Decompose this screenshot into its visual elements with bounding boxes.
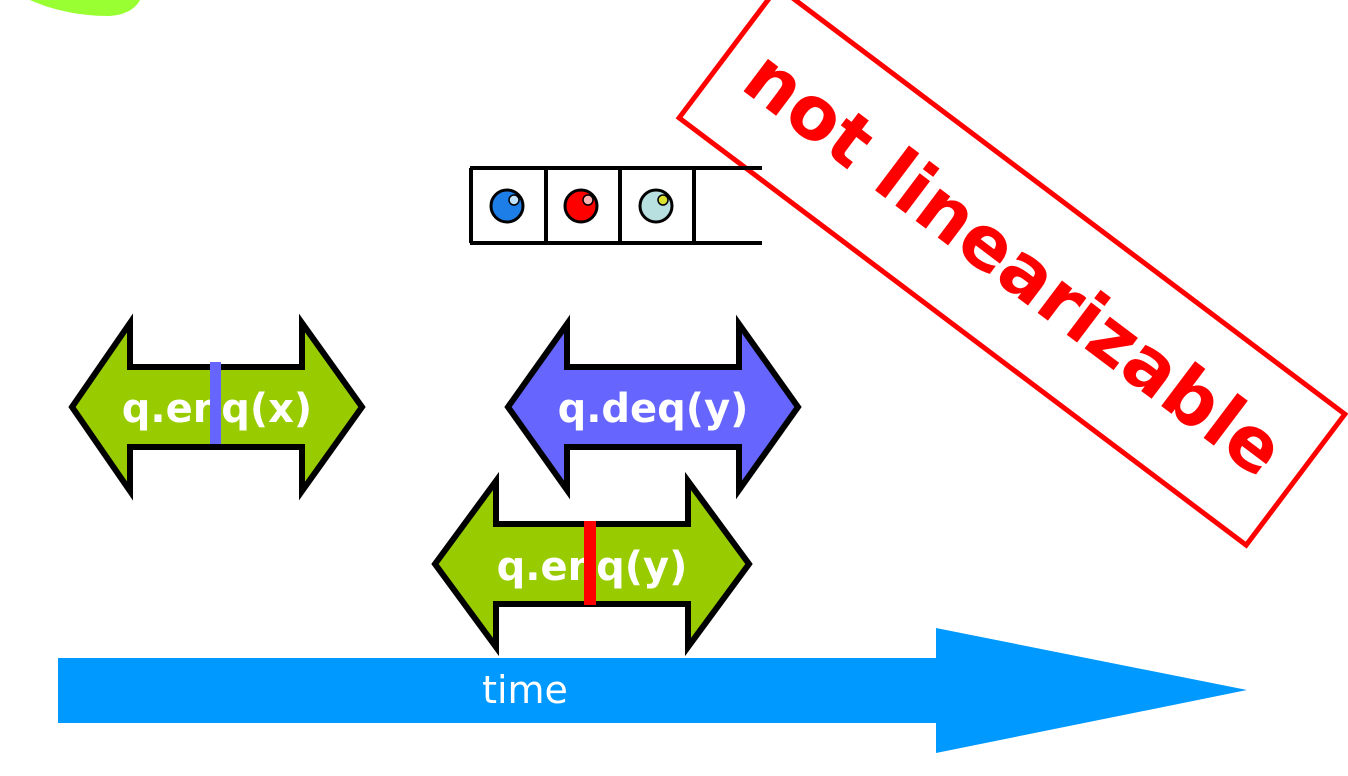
operation-label: q.deq(y) bbox=[558, 386, 749, 432]
stamp-text: not linearizable bbox=[728, 33, 1300, 494]
operation-enq-y: q.enq(y) bbox=[431, 471, 753, 657]
double-arrow-icon bbox=[504, 314, 802, 500]
corner-blob-icon bbox=[30, 0, 140, 16]
red-ball-icon bbox=[563, 188, 599, 224]
time-arrow-icon bbox=[58, 628, 1247, 753]
stamp-border bbox=[675, 0, 1348, 549]
operation-deq-y: q.deq(y) bbox=[504, 314, 802, 500]
light-blue-ball-icon bbox=[638, 188, 674, 224]
linearization-point-red bbox=[584, 521, 596, 605]
operation-enq-x: q.enq(x) bbox=[68, 313, 366, 501]
linearization-point-blue bbox=[210, 362, 221, 444]
not-linearizable-stamp: not linearizable bbox=[675, 0, 1348, 549]
time-label: time bbox=[482, 668, 568, 712]
blue-ball-icon bbox=[489, 188, 525, 224]
time-arrow: time bbox=[58, 628, 1247, 753]
queue bbox=[469, 166, 762, 245]
